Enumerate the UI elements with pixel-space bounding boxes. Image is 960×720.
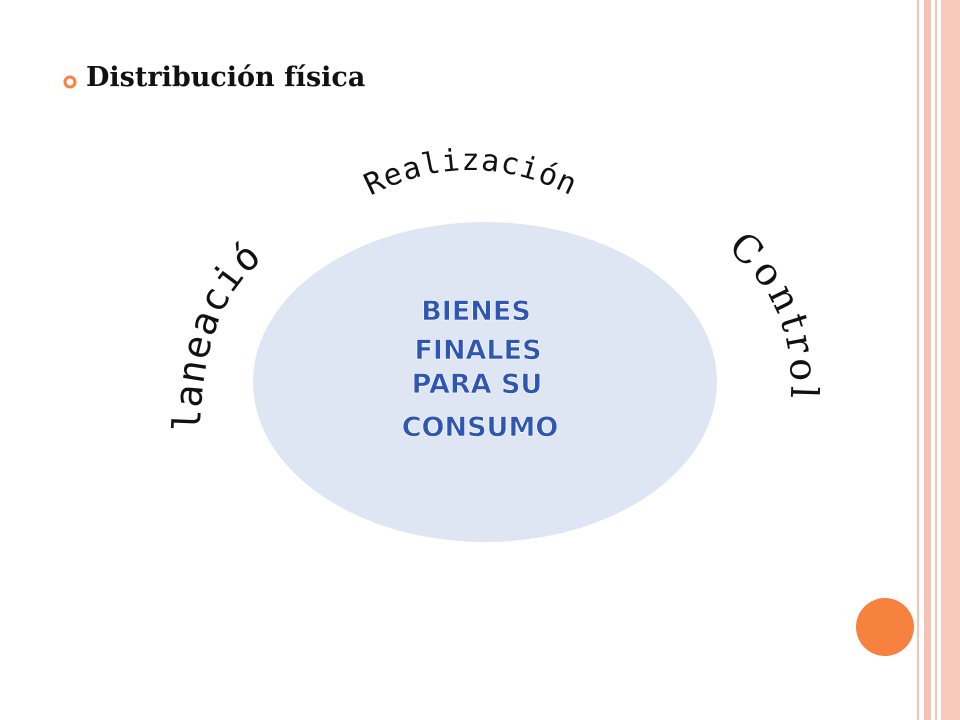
ring-bullet-icon xyxy=(63,75,77,89)
frame-stripe xyxy=(917,0,919,720)
frame-stripe xyxy=(935,0,937,720)
center-line-3: PARA SU xyxy=(412,369,543,400)
frame-stripe xyxy=(924,0,931,720)
frame-stripe xyxy=(941,0,960,720)
bullet-text: Distribución física xyxy=(86,62,366,93)
center-text: BIENES FINALES PARA SU CONSUMO xyxy=(401,296,559,444)
arc-label-left: Planeación xyxy=(0,0,269,433)
arc-label-top: Realización xyxy=(359,143,583,203)
arc-label-right: Control xyxy=(721,223,827,403)
center-line-4: CONSUMO xyxy=(402,412,559,443)
center-ellipse xyxy=(253,222,717,542)
center-line-2: FINALES xyxy=(414,335,541,366)
center-line-1: BIENES xyxy=(421,296,531,327)
orange-circle-icon xyxy=(856,598,914,656)
